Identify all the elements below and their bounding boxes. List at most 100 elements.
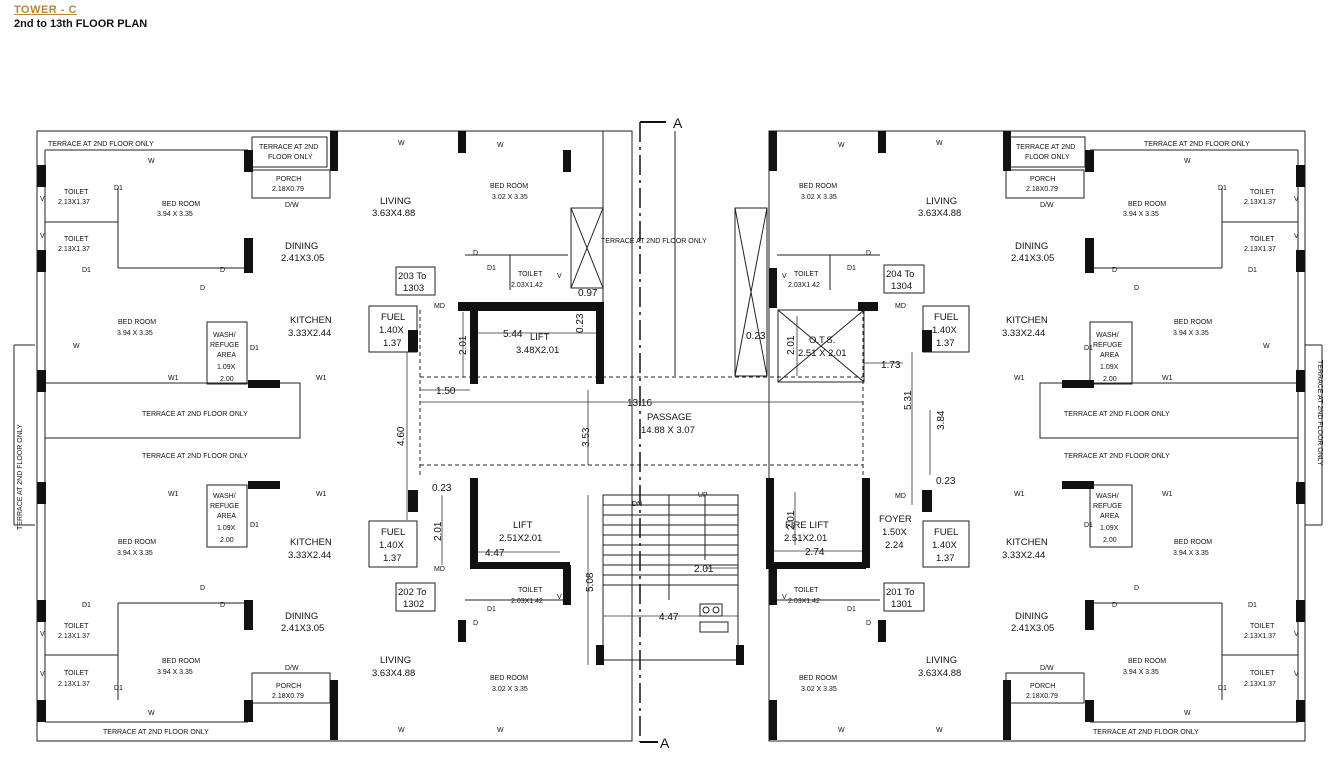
dimension: 0.23: [746, 331, 766, 342]
room-name: BED ROOM: [118, 319, 156, 326]
room-name: DINING: [1015, 611, 1048, 622]
unit-202: BED ROOM 3.94 X 3.35 WASH/ REFUGE AREA 1…: [58, 493, 543, 700]
terrace-label: TERRACE AT 2ND FLOOR ONLY: [1093, 729, 1199, 736]
dimension: 2.01: [433, 521, 444, 541]
door-dw: D/W: [285, 202, 299, 209]
main-door: MD: [434, 566, 445, 573]
tower-title: TOWER - C: [14, 4, 77, 16]
room-name: TOILET: [64, 623, 89, 630]
door-d: D: [473, 250, 478, 257]
terrace-label: TERRACE AT 2ND FLOOR ONLY: [48, 141, 154, 148]
door-d1: D1: [114, 685, 123, 692]
room-name: BED ROOM: [1174, 319, 1212, 326]
passage-size: 14.88 X 3.07: [641, 425, 695, 436]
room-name: TOILET: [518, 587, 543, 594]
ventilator: V: [1294, 196, 1299, 203]
room-size: 1.09X: [1100, 364, 1119, 371]
window-w1: W1: [1014, 375, 1025, 382]
room-size: 3.33X2.44: [288, 550, 331, 561]
room-size: 3.94 X 3.35: [1173, 550, 1209, 557]
room-size: 1.40X: [932, 540, 957, 551]
door-d1: D1: [82, 602, 91, 609]
lift-label: LIFT: [530, 332, 550, 343]
door-d1: D1: [1248, 602, 1257, 609]
dimension: 5.44: [503, 329, 523, 340]
ventilator: V: [40, 233, 45, 240]
section-marker-top: A: [673, 115, 683, 131]
room-size: 2.41X3.05: [281, 253, 324, 264]
room-name: BED ROOM: [162, 201, 200, 208]
terrace-label: TERRACE AT 2ND FLOOR ONLY: [1144, 141, 1250, 148]
room-name: LIVING: [380, 196, 411, 207]
lift-size: 2.51X2.01: [499, 533, 542, 544]
door-d: D: [1112, 267, 1117, 274]
door-d1: D1: [487, 606, 496, 613]
room-name: AREA: [217, 352, 236, 359]
room-name: KITCHEN: [290, 537, 332, 548]
door-dw: D/W: [1040, 665, 1054, 672]
room-size: 2.18X0.79: [272, 186, 304, 193]
door-d: D: [1134, 585, 1139, 592]
room-name: BED ROOM: [799, 183, 837, 190]
door-d1: D1: [82, 267, 91, 274]
room-size: 1.09X: [1100, 525, 1119, 532]
room-name: TOILET: [1250, 623, 1275, 630]
dimension: 4.47: [485, 548, 505, 559]
room-name: DINING: [1015, 241, 1048, 252]
room-size: 2.13X1.37: [58, 681, 90, 688]
room-name: REFUGE: [1093, 342, 1123, 349]
room-size: 2.41X3.05: [1011, 253, 1054, 264]
room-size: 3.63X4.88: [372, 208, 415, 219]
ventilator: V: [782, 594, 787, 601]
room-name: WASH/: [213, 332, 236, 339]
window-mark: W: [1184, 158, 1191, 165]
room-name: AREA: [217, 513, 236, 520]
window-mark: W: [1263, 343, 1270, 350]
terrace-label-short: TERRACE AT 2ND: [1016, 144, 1075, 151]
door-d1: D1: [487, 265, 496, 272]
room-size: 2.41X3.05: [281, 623, 324, 634]
staircase: [602, 494, 739, 661]
room-name: PORCH: [1030, 683, 1055, 690]
room-name: PORCH: [276, 176, 301, 183]
dimension: 4.60: [396, 426, 407, 446]
room-size: 2.13X1.37: [58, 633, 90, 640]
room-size: 2.18X0.79: [272, 693, 304, 700]
room-size: 3.94 X 3.35: [1123, 669, 1159, 676]
room-name: TOILET: [794, 587, 819, 594]
dimension: 2.01: [694, 564, 714, 575]
unit-number: 201 To: [886, 587, 914, 598]
room-name: PORCH: [276, 683, 301, 690]
window-w1: W1: [1014, 491, 1025, 498]
room-size: 2.13X1.37: [1244, 681, 1276, 688]
window-mark: W: [73, 343, 80, 350]
unit-number: 204 To: [886, 269, 914, 280]
room-size: 2.03X1.42: [788, 282, 820, 289]
dimension: 2.74: [805, 547, 825, 558]
dimension: 3.84: [936, 410, 947, 430]
door-d: D: [220, 267, 225, 274]
stair-up: UP: [698, 492, 708, 499]
window-mark: W: [838, 142, 845, 149]
window-w1: W1: [1162, 375, 1173, 382]
door-d: D: [473, 620, 478, 627]
room-name: FUEL: [381, 527, 405, 538]
room-name: REFUGE: [210, 503, 240, 510]
floor-plan-subtitle: 2nd to 13th FLOOR PLAN: [14, 18, 148, 30]
ventilator: V: [40, 631, 45, 638]
room-size: 2.00: [1103, 537, 1117, 544]
foyer-size: 2.24: [885, 540, 904, 551]
window-mark: W: [936, 140, 943, 147]
terrace-label: TERRACE AT 2ND FLOOR ONLY: [1064, 411, 1170, 418]
window-w1: W1: [316, 491, 327, 498]
terrace-label: TERRACE AT 2ND FLOOR ONLY: [103, 729, 209, 736]
walls: [37, 131, 1305, 740]
room-name: BED ROOM: [799, 675, 837, 682]
ventilator: V: [1294, 631, 1299, 638]
room-name: KITCHEN: [1006, 315, 1048, 326]
room-size: 3.02 X 3.35: [492, 686, 528, 693]
room-name: TOILET: [64, 670, 89, 677]
dimension: 0.23: [432, 483, 452, 494]
unit-number: 203 To: [398, 271, 426, 282]
room-size: 3.94 X 3.35: [1123, 211, 1159, 218]
